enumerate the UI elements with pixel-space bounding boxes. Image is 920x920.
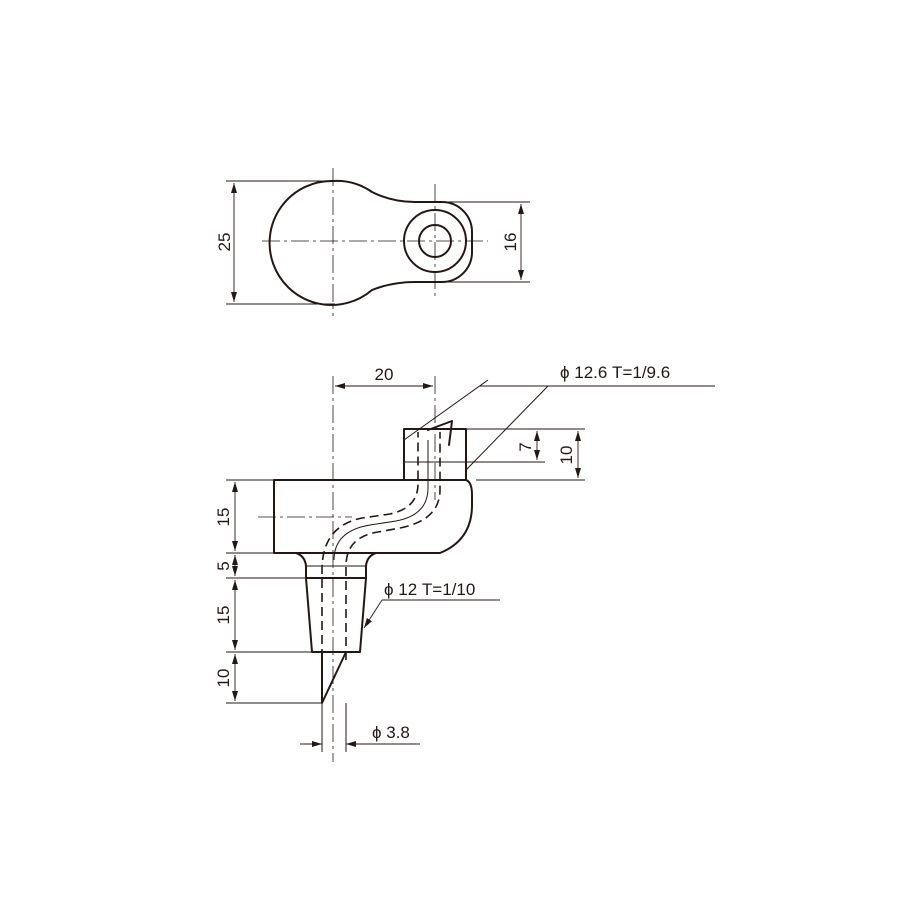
dim-label-10-tip: 10 [214,669,233,688]
front-view: 20 ϕ 12.6 T=1/9.6 7 10 15 5 15 10 ϕ 12 T… [214,363,715,762]
leader-lower-taper [363,599,383,629]
main-body-outline [273,479,473,554]
dim-label-15-lower: 15 [214,606,233,625]
dim-label-7: 7 [516,442,535,451]
dim-label-10-boss: 10 [557,446,576,465]
dim-label-25: 25 [215,233,234,252]
bore-centerline-curve [333,440,429,561]
hidden-bore-right [345,432,441,660]
dim-label-lower-taper: ϕ 12 T=1/10 [384,580,475,599]
tip-outline [321,651,347,704]
dim-label-5: 5 [214,561,233,570]
dim-label-20: 20 [375,365,394,384]
hidden-bore-left [321,432,419,700]
top-view: 25 16 [215,168,530,316]
top-view-outline [268,179,473,306]
lower-taper-body [305,577,367,653]
leader-upper-taper-1 [403,379,489,441]
dim-label-upper-taper: ϕ 12.6 T=1/9.6 [560,363,670,382]
dim-label-16: 16 [501,233,520,252]
leader-upper-taper-2 [465,385,549,471]
dim-label-tip-diameter: ϕ 3.8 [372,723,410,742]
top-bevel [427,420,453,446]
lower-taper-outline [295,552,377,579]
dim-label-15-body: 15 [214,508,233,527]
